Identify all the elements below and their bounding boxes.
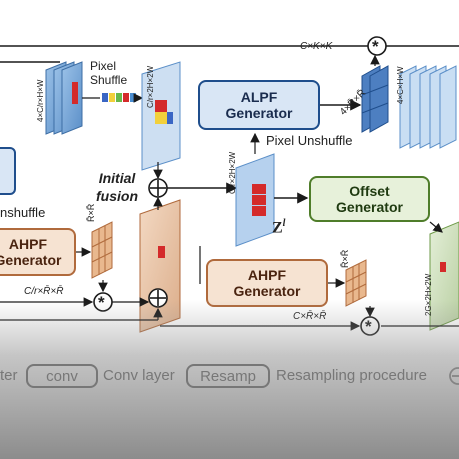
dim-4c-r-h-w-label: 4×C/r×H×W [36, 79, 45, 122]
pixel-shuffle-label: Pixel Shuffle [90, 59, 128, 87]
conv-star-left: * [98, 293, 105, 312]
z-feature-plane [235, 153, 275, 247]
conv-star-right: * [365, 317, 372, 336]
legend-resamp-box: Resamp [186, 364, 270, 388]
dim-c-r-2h-2w-mid-label: C/r×2H×2W [228, 151, 237, 194]
dim-4c-h-w-label: 4×C×H×W [396, 66, 405, 104]
pixel-unshuffle-label: Pixel Unshuffle [266, 133, 353, 148]
bottom-plus-operator [148, 288, 168, 308]
r-by-r-label-2: R̄×R̄ [340, 249, 350, 268]
alpf-generator-label: ALPF Generator [225, 88, 293, 121]
kernel-stack-top [361, 65, 389, 133]
kernel-grid-right [345, 259, 367, 307]
offset-field-plane [429, 221, 459, 331]
ahpf-generator-label: AHPF Generator [233, 266, 301, 299]
pixel-shuffle-cubes [102, 93, 136, 102]
ahpf-generator-left-label: AHPF Generator [0, 235, 62, 268]
z-label-text: Z [272, 219, 283, 237]
alpf-generator-block: ALPF Generator [198, 80, 320, 130]
dim-c-r-2h-2w-top-label: C/r×2H×2W [146, 65, 155, 108]
offset-generator-block: Offset Generator [309, 176, 430, 222]
legend-filter-tail: ter [0, 367, 18, 384]
legend-resamp-label: Resamp [200, 367, 256, 385]
fusion-plus-operator [148, 178, 168, 198]
initial-fusion-label: Initial fusion [96, 170, 138, 204]
ahpf-generator-block: AHPF Generator [206, 259, 328, 307]
high-pass-feature [139, 199, 181, 333]
legend-conv-label: conv [46, 367, 78, 385]
left-blue-block [0, 147, 16, 195]
legend-plus-icon [449, 367, 459, 385]
r-by-r-label-1: R̄×R̄ [86, 203, 96, 222]
legend-resamp-desc: Resampling procedure [276, 367, 427, 384]
offset-generator-label: Offset Generator [336, 182, 403, 215]
dim-2g-2h-2w-label: 2G×2H×2W [424, 273, 433, 316]
upsampled-feature-top [141, 61, 181, 171]
ahpf-generator-left-block: AHPF Generator [0, 228, 76, 276]
unshuffle-left-label: nshuffle [0, 205, 46, 220]
legend-conv-desc: Conv layer [103, 367, 175, 384]
arrow-offset-down [429, 221, 443, 233]
feature-stack-left [45, 61, 83, 135]
z-label: Zl [272, 218, 285, 237]
legend-conv-box: conv [26, 364, 98, 388]
z-label-sup: l [282, 218, 286, 229]
kernel-grid-left [91, 221, 113, 279]
c-rr-left-label: C/r×R̄×R̄ [24, 286, 64, 297]
ckk-label: C×K×K [300, 41, 333, 52]
conv-operator-top [367, 36, 387, 56]
output-feature-stack [399, 65, 457, 149]
c-rr-right-label: C×R̄×R̄ [293, 311, 327, 322]
conv-star-top: * [372, 37, 379, 56]
